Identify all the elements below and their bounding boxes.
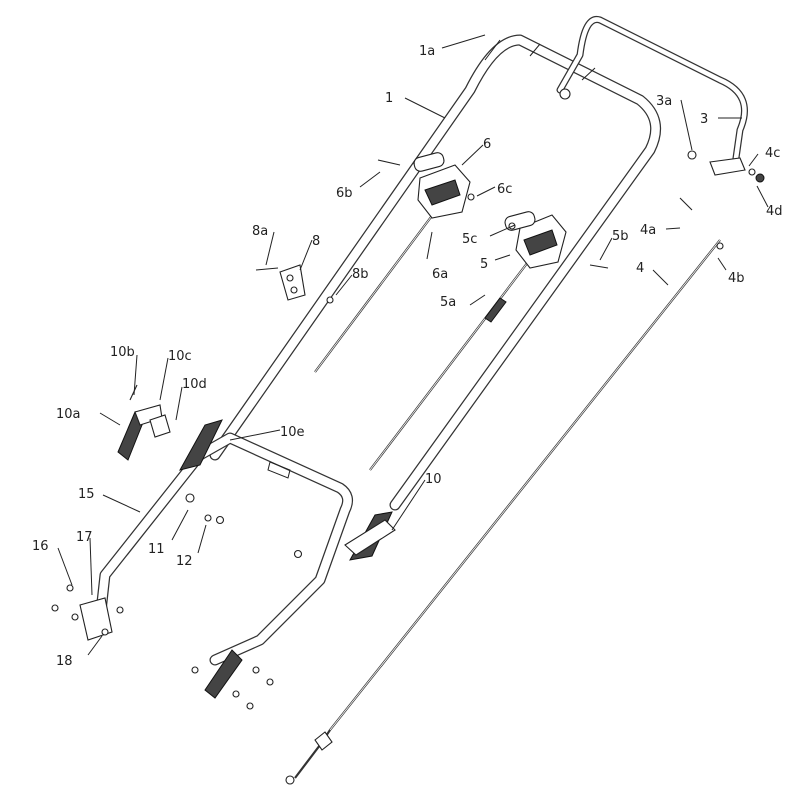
label-17: 17 xyxy=(76,530,93,545)
label-10d: 10d xyxy=(182,377,207,392)
label-4c: 4c xyxy=(765,146,780,161)
label-5b: 5b xyxy=(612,229,629,244)
label-4: 4 xyxy=(636,261,644,276)
lower-handle-tube xyxy=(94,432,354,666)
label-4b: 4b xyxy=(728,271,745,286)
label-3: 3 xyxy=(700,112,708,127)
part-labels: 1a 1 3a 3 4c 4d 4a 4b 4 6 6b 6c 6a 5c 5b… xyxy=(32,44,783,669)
label-1: 1 xyxy=(385,91,393,106)
control-box-6 xyxy=(413,152,471,219)
label-8: 8 xyxy=(312,234,320,249)
label-4a: 4a xyxy=(640,223,656,238)
label-8a: 8a xyxy=(252,224,268,239)
control-box-5 xyxy=(504,211,567,269)
label-11: 11 xyxy=(148,542,165,557)
drive-cable xyxy=(285,239,721,785)
label-8b: 8b xyxy=(352,267,369,282)
label-10b: 10b xyxy=(110,345,135,360)
label-12: 12 xyxy=(176,554,193,569)
label-6c: 6c xyxy=(497,182,512,197)
label-10e: 10e xyxy=(280,425,305,440)
cable-5a xyxy=(369,261,529,471)
upper-handle-tube xyxy=(209,34,662,511)
label-15: 15 xyxy=(78,487,95,502)
label-1a: 1a xyxy=(419,44,435,59)
label-5: 5 xyxy=(480,257,488,272)
lower-mount-brackets xyxy=(79,597,243,699)
label-10a: 10a xyxy=(56,407,81,422)
label-10c: 10c xyxy=(168,349,192,364)
label-6: 6 xyxy=(483,137,491,152)
label-5c: 5c xyxy=(462,232,477,247)
leader-lines xyxy=(57,34,769,656)
label-5a: 5a xyxy=(440,295,456,310)
label-4d: 4d xyxy=(766,204,783,219)
label-6a: 6a xyxy=(432,267,448,282)
label-10: 10 xyxy=(425,472,442,487)
label-6b: 6b xyxy=(336,186,353,201)
clamp-10 xyxy=(179,419,396,561)
label-16: 16 xyxy=(32,539,49,554)
lever-10a xyxy=(117,404,171,461)
label-3a: 3a xyxy=(656,94,672,109)
bail-bar xyxy=(556,15,748,176)
label-18: 18 xyxy=(56,654,73,669)
bracket-8 xyxy=(279,264,306,301)
cable-6a xyxy=(314,204,441,373)
